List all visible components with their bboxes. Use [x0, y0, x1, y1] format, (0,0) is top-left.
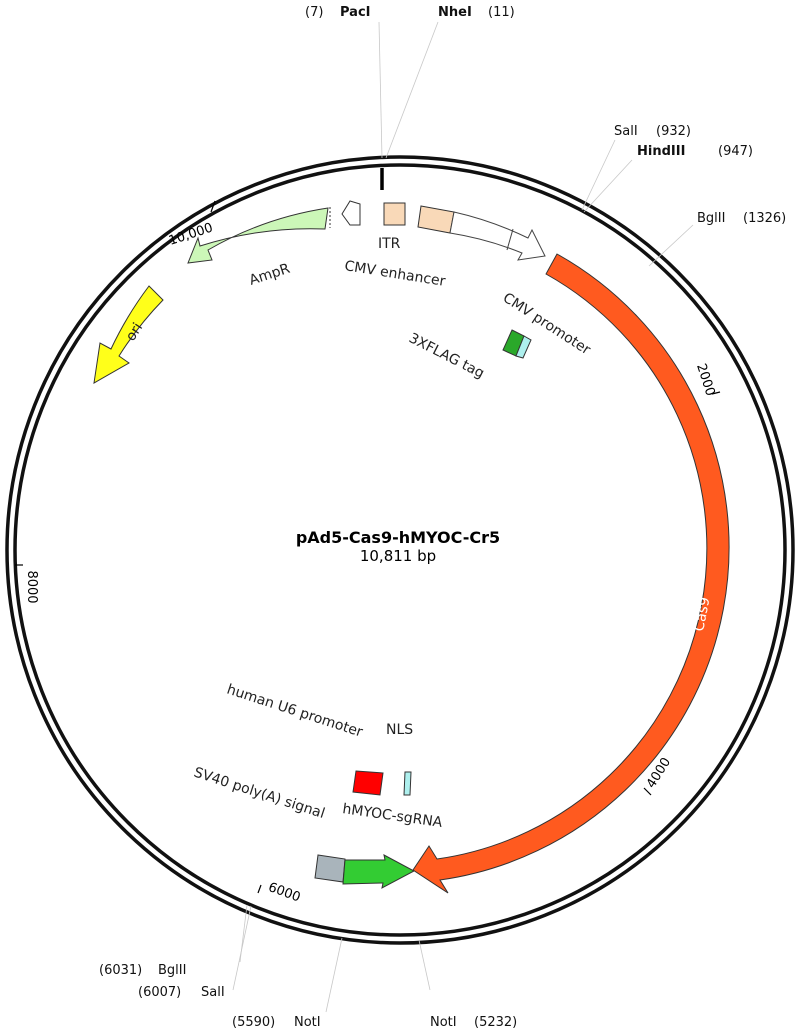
site-bglii-6031-name: BglII — [158, 963, 186, 978]
site-noti-5590-name: NotI — [294, 1015, 321, 1030]
label-sv40: SV40 poly(A) signal — [192, 765, 327, 822]
site-hindiii-name: HindIII — [637, 144, 685, 159]
tick-4000 — [643, 787, 652, 796]
nls-feature — [403, 771, 412, 796]
site-bglii-1326-position: (1326) — [743, 211, 786, 226]
site-sali-6007-name: SalI — [201, 985, 225, 1000]
site-bglii-6031-position: (6031) — [99, 963, 142, 978]
features — [93, 200, 730, 894]
ampr-feature — [187, 207, 329, 264]
site-paci-name: PacI — [340, 5, 371, 20]
backbone — [5, 155, 795, 945]
plasmid-length: 10,811 bp — [360, 547, 436, 565]
flag-nls-feature — [515, 335, 532, 359]
label-flag: 3XFLAG tag — [406, 330, 487, 382]
cmv-promoter-feature — [449, 211, 546, 261]
label-itr: ITR — [378, 236, 401, 252]
site-hindiii-position: (947) — [718, 144, 753, 159]
backbone-inner-ring — [13, 163, 787, 937]
site-noti-5232-name: NotI — [430, 1015, 457, 1030]
plasmid-name: pAd5-Cas9-hMYOC-Cr5 — [296, 528, 500, 547]
cas9-feature — [412, 253, 730, 894]
cmv-enhancer-feature — [417, 205, 455, 234]
sgrna-feature — [342, 854, 416, 889]
site-sali-932-position: (932) — [656, 124, 691, 139]
tick-6000 — [257, 884, 262, 894]
ampr-promoter-feature — [341, 200, 361, 226]
site-noti-5232-position: (5232) — [474, 1015, 517, 1030]
site-paci-position: (7) — [305, 5, 323, 20]
site-nhei-position: (11) — [488, 5, 515, 20]
label-nls: NLS — [386, 722, 413, 738]
tick-10000 — [210, 200, 216, 213]
label-cmv-enhancer: CMV enhancer — [343, 258, 446, 290]
label-ampr: AmpR — [247, 261, 292, 289]
tick-label-8000: 8000 — [24, 570, 39, 603]
site-leaders — [232, 21, 694, 1013]
site-sali-932-name: SalI — [614, 124, 638, 139]
tick-label-6000: 6000 — [266, 880, 302, 905]
backbone-outer-ring — [5, 155, 795, 945]
site-bglii-1326-name: BglII — [697, 211, 725, 226]
label-sgrna: hMYOC-sgRNA — [341, 801, 443, 831]
sv40-feature — [314, 854, 346, 883]
tick-label-2000: 2000 — [693, 362, 717, 398]
ori-feature — [93, 285, 164, 384]
label-cas9: Cas9 — [691, 596, 713, 633]
site-sali-6007-position: (6007) — [138, 985, 181, 1000]
tick-2000 — [711, 391, 721, 395]
cmv-promoter-divider — [506, 228, 514, 251]
label-u6: human U6 promoter — [225, 682, 365, 741]
scale-ticks — [15, 200, 721, 894]
u6-promoter-feature — [352, 770, 384, 796]
site-nhei-name: NheI — [438, 5, 472, 20]
restriction-sites: (7) PacI NheI (11) SalI (932) HindIII (9… — [99, 5, 786, 1030]
itr-feature — [383, 202, 406, 226]
site-noti-5590-position: (5590) — [232, 1015, 275, 1030]
